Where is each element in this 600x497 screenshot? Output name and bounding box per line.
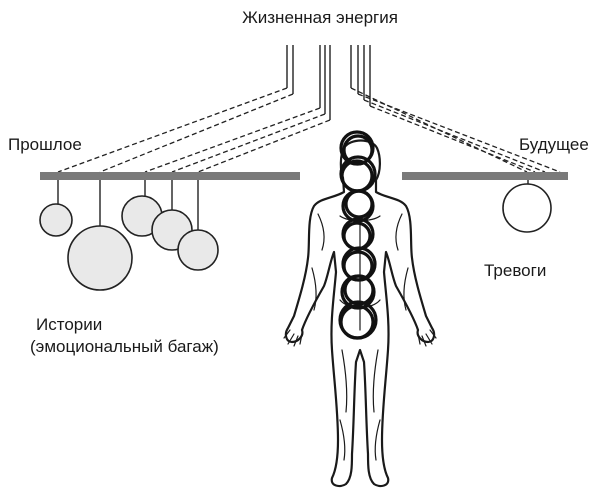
human-figure bbox=[283, 139, 437, 488]
past-label: Прошлое bbox=[8, 135, 82, 154]
past-stories bbox=[39, 180, 219, 291]
energy-rings bbox=[338, 130, 378, 340]
stories-label-line2: (эмоциональный багаж) bbox=[30, 337, 219, 356]
story-ball bbox=[67, 225, 133, 291]
future-bar bbox=[402, 172, 568, 180]
past-bar bbox=[40, 172, 300, 180]
energy-lines bbox=[57, 45, 561, 173]
story-ball bbox=[39, 203, 73, 237]
story-ball bbox=[177, 229, 219, 271]
future-label: Будущее bbox=[519, 135, 589, 154]
life-energy-label: Жизненная энергия bbox=[242, 8, 398, 27]
stories-label-line1: Истории bbox=[36, 315, 102, 334]
anxiety-ball bbox=[502, 183, 552, 233]
anxieties-label: Тревоги bbox=[484, 261, 546, 280]
